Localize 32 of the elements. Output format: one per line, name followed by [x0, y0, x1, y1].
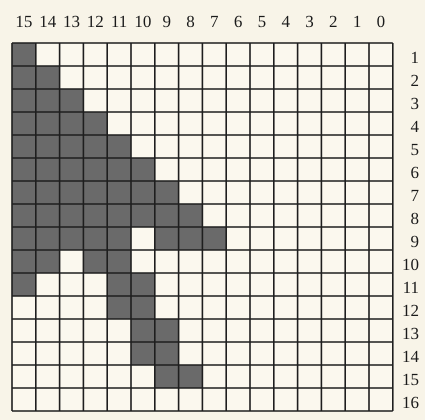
bit-number: 8 — [186, 12, 195, 32]
bit-number: 7 — [210, 12, 219, 32]
row-number: 4 — [410, 116, 419, 136]
bit-number: 14 — [39, 12, 56, 32]
bit-number: 12 — [86, 12, 104, 32]
row-number: 16 — [402, 392, 419, 412]
bit-number: 1 — [352, 12, 362, 32]
bit-number: 2 — [329, 12, 338, 32]
bit-number: 6 — [234, 12, 242, 32]
bit-number: 4 — [281, 12, 290, 32]
row-number: 12 — [402, 300, 419, 320]
row-number: 1 — [410, 48, 419, 68]
bit-number: 15 — [15, 12, 32, 32]
bit-number: 5 — [258, 12, 266, 32]
bit-number: 3 — [305, 12, 314, 32]
bit-number: 0 — [376, 12, 386, 32]
row-number: 7 — [410, 186, 419, 206]
row-number: 8 — [410, 208, 419, 228]
row-number: 14 — [402, 346, 419, 366]
row-number: 13 — [402, 324, 419, 344]
row-number: 11 — [402, 278, 419, 298]
row-number: 9 — [410, 232, 419, 252]
row-number: 5 — [410, 140, 419, 160]
bit-number: 10 — [134, 12, 152, 32]
row-number: 10 — [402, 254, 419, 274]
bit-number: 13 — [63, 12, 80, 32]
row-number: 2 — [410, 70, 419, 90]
row-number: 3 — [410, 94, 419, 114]
row-number: 15 — [402, 370, 419, 390]
bit-number: 11 — [110, 12, 128, 32]
bit-number: 9 — [162, 12, 171, 32]
row-number: 6 — [410, 162, 419, 182]
